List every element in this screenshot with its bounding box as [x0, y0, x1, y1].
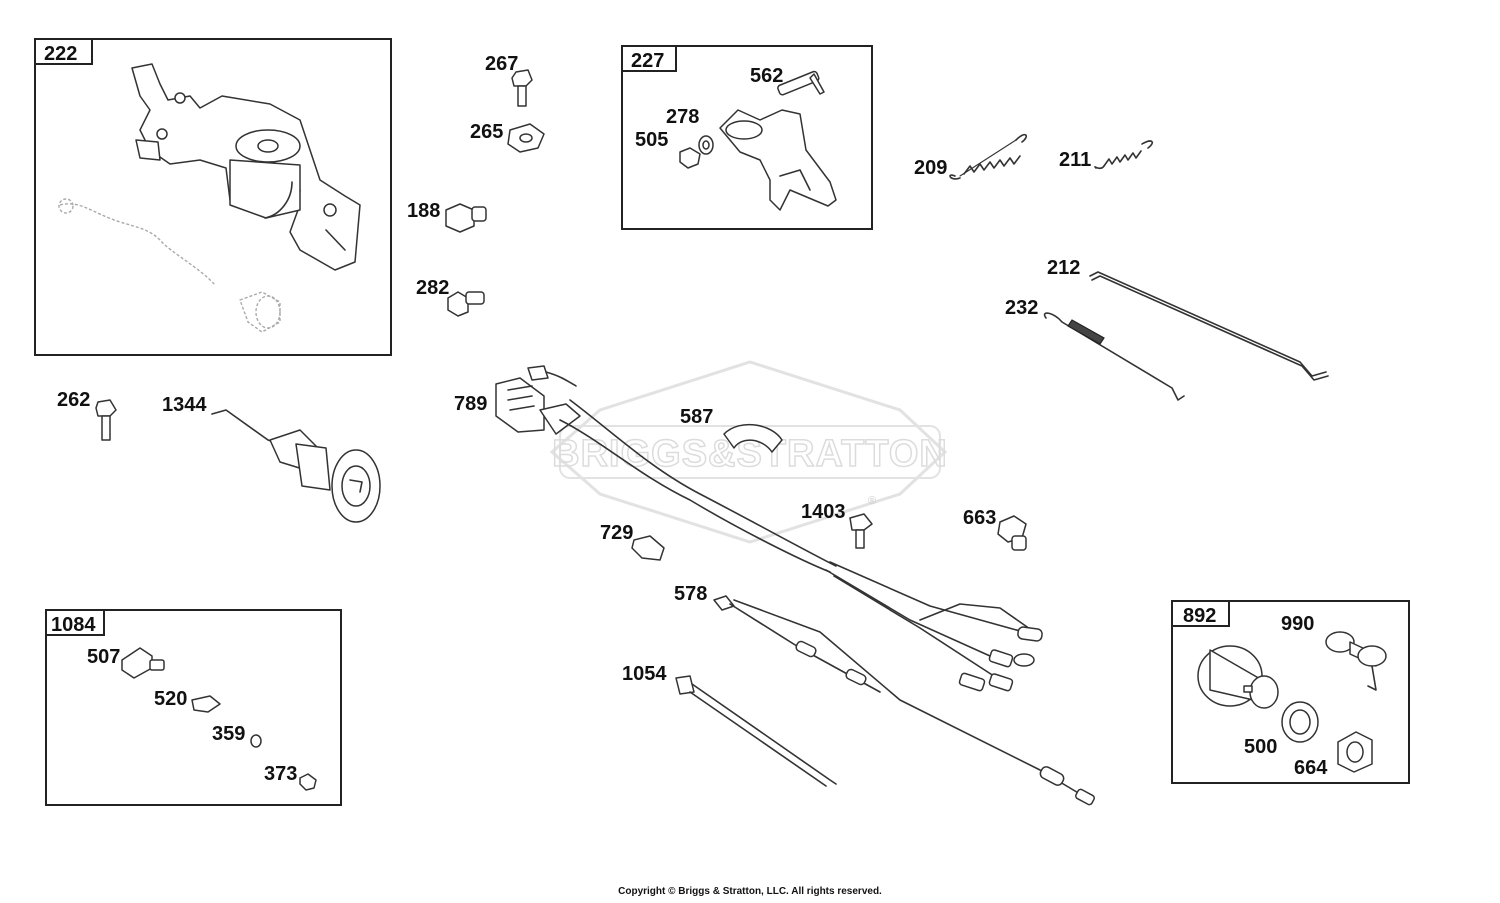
label-211: 211 [1059, 149, 1091, 171]
label-262: 262 [57, 389, 90, 411]
part-1403-screw [849, 513, 873, 549]
part-267-screw [511, 69, 533, 107]
part-359-washer [250, 734, 262, 748]
control-bracket-drawing [58, 63, 361, 333]
watermark-registered-mark: ® [868, 495, 876, 507]
part-663-bolt [997, 515, 1027, 551]
part-278-washer [698, 135, 714, 155]
part-282-bolt [447, 291, 485, 317]
part-1054-cable-tie [675, 675, 837, 787]
label-587: 587 [680, 406, 713, 428]
label-990: 990 [1281, 613, 1314, 635]
part-262-screw [95, 399, 117, 441]
part-212-rod [1089, 271, 1329, 381]
label-562: 562 [750, 65, 783, 87]
label-282: 282 [416, 277, 449, 299]
label-373: 373 [264, 763, 297, 785]
box-1084-tag: 1084 [51, 614, 96, 636]
box-227: 227 562 278 505 [621, 45, 873, 230]
lever-bracket-drawing [719, 109, 837, 211]
part-729-clip [631, 535, 665, 561]
box-892-tag: 892 [1183, 605, 1216, 627]
label-520: 520 [154, 688, 187, 710]
label-578: 578 [674, 583, 707, 605]
label-359: 359 [212, 723, 245, 745]
part-188-bolt [445, 203, 487, 233]
label-232: 232 [1005, 297, 1038, 319]
part-578-wire [713, 595, 1095, 806]
part-209-spring [949, 133, 1028, 180]
label-188: 188 [407, 200, 440, 222]
label-1403: 1403 [801, 501, 846, 523]
label-212: 212 [1047, 257, 1080, 279]
label-505: 505 [635, 129, 668, 151]
part-520-bracket [191, 695, 221, 713]
box-222-tag: 222 [44, 43, 77, 65]
part-892-ignition-switch [1197, 645, 1279, 709]
part-562-pin [777, 70, 825, 96]
label-664: 664 [1294, 757, 1328, 779]
label-500: 500 [1244, 736, 1277, 758]
part-373-nut [299, 773, 317, 791]
box-892: 892 990 500 664 [1171, 600, 1410, 784]
part-505-nut [679, 147, 701, 169]
label-209: 209 [914, 157, 947, 179]
label-267: 267 [485, 53, 518, 75]
label-789: 789 [454, 393, 487, 415]
label-663: 663 [963, 507, 996, 529]
box-1084: 1084 507 520 359 373 [45, 609, 342, 806]
part-664-nut [1337, 731, 1373, 773]
label-1054: 1054 [622, 663, 667, 685]
part-789-wire-harness [495, 365, 1043, 692]
label-265: 265 [470, 121, 503, 143]
part-500-lock-washer [1281, 701, 1319, 743]
part-507-switch [121, 647, 165, 679]
part-211-spring [1094, 140, 1154, 170]
part-1344-choke-cable [211, 409, 381, 523]
part-587-clamp [723, 423, 783, 453]
label-278: 278 [666, 106, 699, 128]
box-222: 222 [34, 38, 392, 356]
label-507: 507 [87, 646, 120, 668]
part-265-clip [507, 123, 545, 153]
label-729: 729 [600, 522, 633, 544]
part-232-spring-rod [1043, 312, 1185, 401]
copyright-notice: Copyright © Briggs & Stratton, LLC. All … [618, 886, 882, 897]
box-227-tag: 227 [631, 50, 664, 72]
part-990-key [1325, 631, 1387, 691]
label-1344: 1344 [162, 394, 207, 416]
